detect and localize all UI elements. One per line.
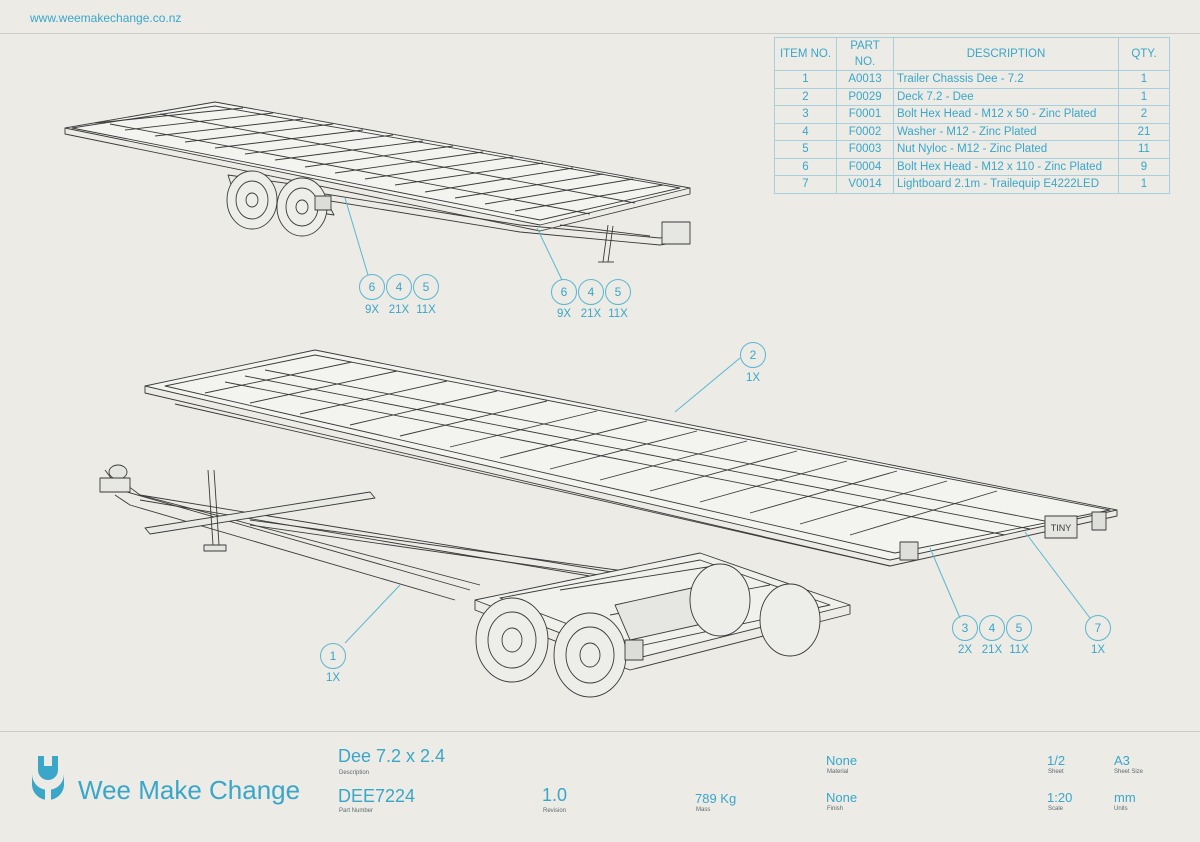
description-label: Description [339,770,370,776]
callout-qty: 1X [325,672,341,684]
callout-balloon: 4 [578,279,604,305]
sheet-size-label: Sheet Size [1114,769,1144,775]
part-number-value: DEE7224 [338,786,416,806]
callout-qty: 1X [745,372,761,384]
bom-header-row: ITEM NO. PART NO. DESCRIPTION QTY. [774,37,1170,71]
callout-qty: 1X [1090,644,1106,656]
sheet-label: Sheet [1048,769,1064,775]
callout-balloon: 7 [1085,615,1111,641]
bom-part: V0014 [836,175,894,194]
header-divider [0,33,1200,34]
chassis-exploded-view [99,464,851,698]
revision-value: 1.0 [542,785,568,805]
bom-part: F0003 [836,140,894,159]
mass-value: 789 Kg [695,791,737,806]
deck-exploded-view [144,349,1118,567]
callout-balloon: 6 [551,279,577,305]
callout-balloon: 1 [320,643,346,669]
callout-qty: 11X [1009,644,1029,656]
callout-balloon: 5 [605,279,631,305]
finish-value: None [826,790,858,805]
scale-value: 1:20 [1047,790,1073,805]
bom-desc: Bolt Hex Head - M12 x 110 - Zinc Plated [893,157,1119,176]
callout-balloon: 5 [1006,615,1032,641]
scale-label: Scale [1048,806,1064,812]
brand-logo-icon [31,756,65,801]
callout-qty: 9X [364,304,380,316]
callout-balloon: 5 [413,274,439,300]
bom-desc: Bolt Hex Head - M12 x 50 - Zinc Plated [893,105,1119,124]
callout-balloon: 6 [359,274,385,300]
bom-header-item: ITEM NO. [774,37,837,71]
bom-qty: 1 [1118,175,1170,194]
callout-balloon: 4 [979,615,1005,641]
callout-qty: 11X [608,308,628,320]
callout-qty: 9X [556,308,572,320]
top-trailer-view [64,101,691,263]
callout-balloon: 2 [740,342,766,368]
callout-leaders [344,197,1091,644]
bom-desc: Lightboard 2.1m - Trailequip E4222LED [893,175,1119,194]
callout-qty: 2X [957,644,973,656]
callout-qty: 11X [416,304,436,316]
brand-name: Wee Make Change [78,775,301,805]
bom-desc: Nut Nyloc - M12 - Zinc Plated [893,140,1119,159]
bom-qty: 21 [1118,122,1170,141]
callout-qty: 21X [580,308,602,320]
revision-label: Revision [543,808,567,814]
description-value: Dee 7.2 x 2.4 [338,746,446,766]
bom-desc: Washer - M12 - Zinc Plated [893,122,1119,141]
units-value: mm [1114,790,1136,805]
callout-balloon: 3 [952,615,978,641]
mass-label: Mass [696,807,711,813]
sheet-value: 1/2 [1047,753,1066,768]
bom-header-qty: QTY. [1118,37,1170,71]
finish-label: Finish [827,806,844,812]
site-url[interactable]: www.weemakechange.co.nz [30,11,182,25]
bom-part: F0002 [836,122,894,141]
material-label: Material [827,769,849,775]
callout-qty: 21X [981,644,1003,656]
bom-part: A0013 [836,70,894,89]
title-block-divider [0,731,1200,732]
sheet-size-value: A3 [1114,753,1130,768]
callout-qty: 21X [388,304,410,316]
part-number-label: Part Number [339,808,374,814]
plate-label: TINY [1051,523,1072,533]
bom-header-part: PART NO. [836,37,894,71]
material-value: None [826,753,858,768]
bom-header-description: DESCRIPTION [893,37,1119,71]
callout-balloon: 4 [386,274,412,300]
units-label: Units [1114,806,1128,812]
